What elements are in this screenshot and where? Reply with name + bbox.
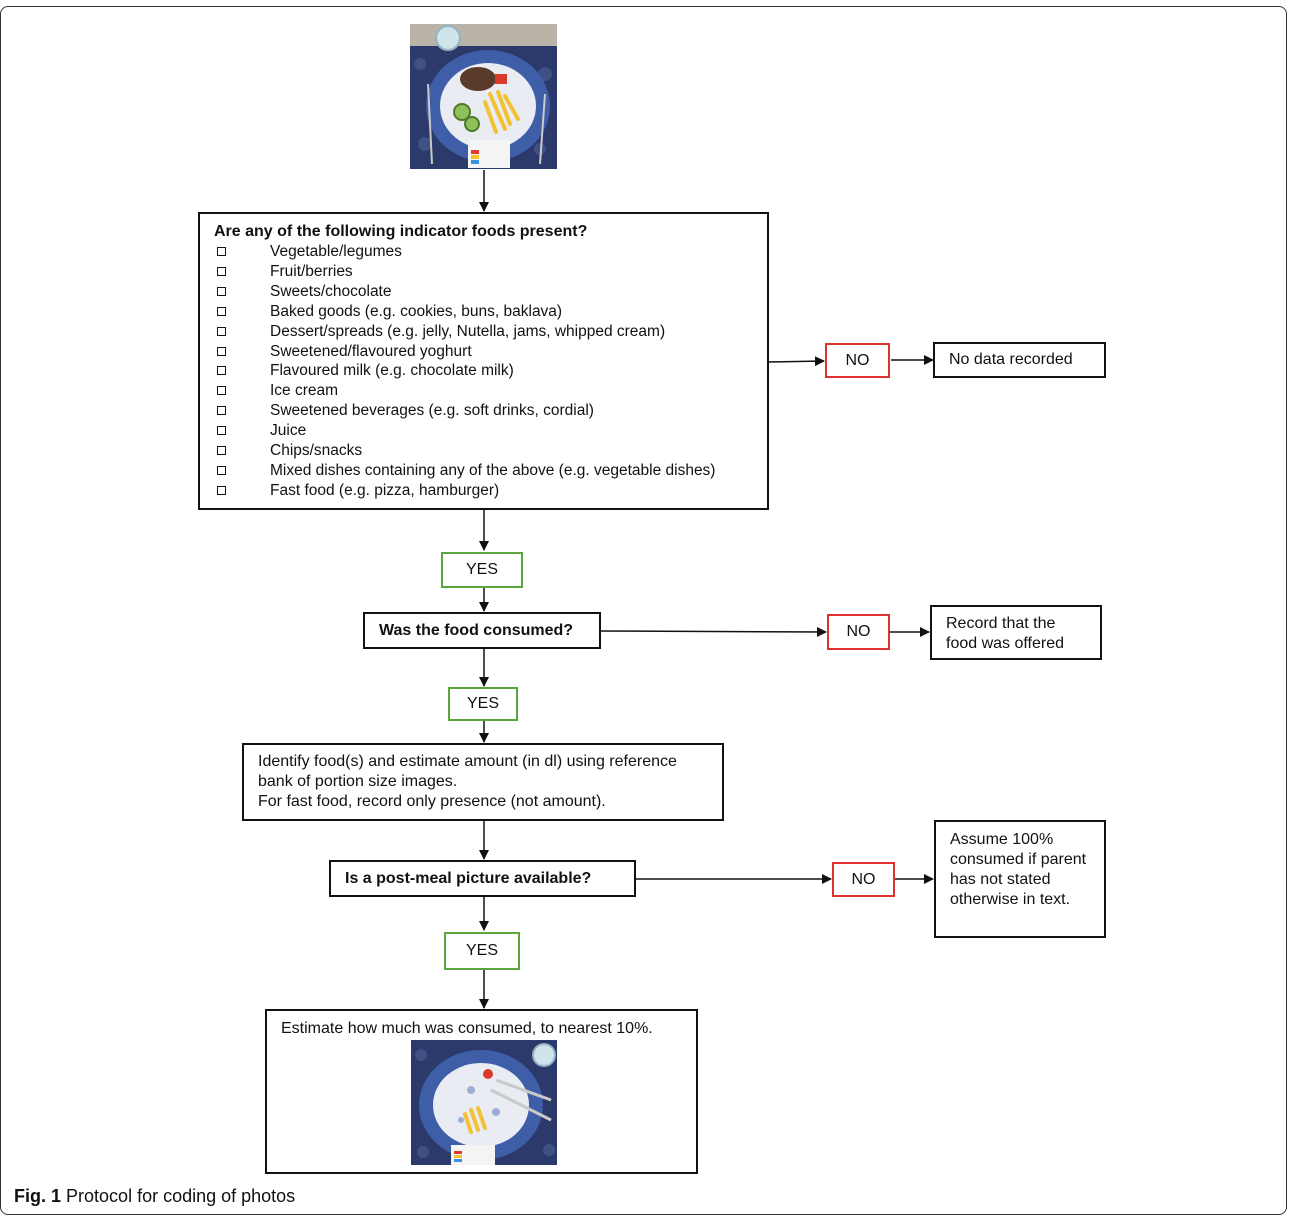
checkbox-icon [217, 326, 226, 336]
indicator-foods-list: Vegetable/legumes Fruit/berries Sweets/c… [214, 242, 767, 501]
checkbox-icon [217, 406, 226, 416]
list-item: Fruit/berries [214, 262, 767, 282]
food-consumed-question: Was the food consumed? [363, 612, 601, 649]
checkbox-icon [217, 465, 226, 475]
list-item: Sweets/chocolate [214, 282, 767, 302]
list-item: Sweetened beverages (e.g. soft drinks, c… [214, 401, 767, 421]
post-meal-photo [411, 1040, 557, 1165]
list-item: Baked goods (e.g. cookies, buns, baklava… [214, 302, 767, 322]
list-item: Fast food (e.g. pizza, hamburger) [214, 481, 767, 501]
list-item: Dessert/spreads (e.g. jelly, Nutella, ja… [214, 322, 767, 342]
checkbox-icon [217, 485, 226, 495]
consumed-yes-label: YES [448, 687, 518, 721]
checkbox-icon [217, 366, 226, 376]
indicator-no-label: NO [825, 343, 890, 378]
checkbox-icon [217, 386, 226, 396]
figure-caption: Fig. 1 Protocol for coding of photos [14, 1186, 295, 1207]
identify-food-box: Identify food(s) and estimate amount (in… [242, 743, 724, 821]
indicator-foods-box: Are any of the following indicator foods… [198, 212, 769, 510]
list-item: Chips/snacks [214, 441, 767, 461]
consumed-no-label: NO [827, 614, 890, 650]
no-data-recorded-box: No data recorded [933, 342, 1106, 378]
list-item: Sweetened/flavoured yoghurt [214, 342, 767, 362]
assume-consumed-box: Assume 100% consumed if parent has not s… [934, 820, 1106, 938]
checkbox-icon [217, 346, 226, 356]
checkbox-icon [217, 426, 226, 436]
checkbox-icon [217, 446, 226, 456]
checkbox-icon [217, 266, 226, 276]
checkbox-icon [217, 247, 226, 256]
checkbox-icon [217, 286, 226, 296]
list-item: Flavoured milk (e.g. chocolate milk) [214, 361, 767, 381]
estimate-text: Estimate how much was consumed, to neare… [281, 1020, 653, 1037]
postmeal-no-label: NO [832, 862, 895, 897]
identify-line-2: bank of portion size images. [258, 773, 458, 790]
list-item: Vegetable/legumes [214, 242, 767, 262]
indicator-yes-label: YES [441, 552, 523, 588]
figure-frame [0, 6, 1287, 1215]
indicator-foods-title: Are any of the following indicator foods… [214, 223, 588, 240]
list-item: Juice [214, 421, 767, 441]
list-item: Ice cream [214, 381, 767, 401]
identify-line-3: For fast food, record only presence (not… [258, 793, 606, 810]
postmeal-yes-label: YES [444, 932, 520, 970]
caption-text: Protocol for coding of photos [66, 1186, 296, 1206]
post-meal-question: Is a post-meal picture available? [329, 860, 636, 897]
pre-meal-photo [410, 24, 557, 169]
identify-line-1: Identify food(s) and estimate amount (in… [258, 753, 677, 770]
caption-label: Fig. 1 [14, 1186, 62, 1206]
checkbox-icon [217, 306, 226, 316]
list-item: Mixed dishes containing any of the above… [214, 461, 767, 481]
food-offered-box: Record that the food was offered [930, 605, 1102, 660]
